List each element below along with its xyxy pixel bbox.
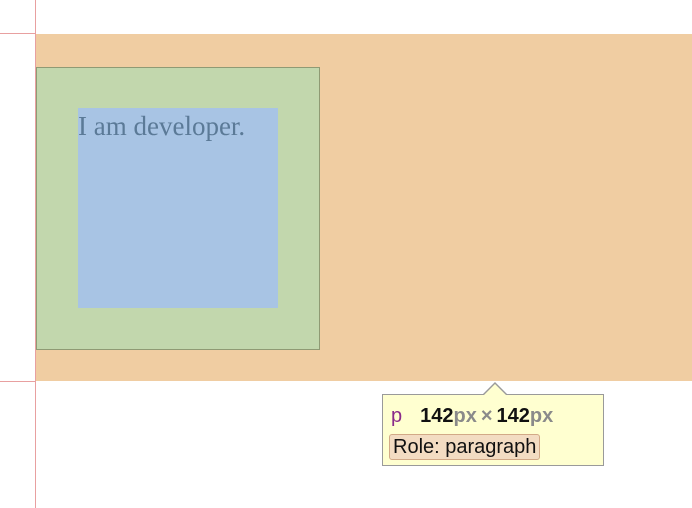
tooltip-arrow-fill	[484, 384, 506, 395]
tooltip-width-unit: px	[453, 405, 477, 427]
tooltip-height-value: 142	[496, 405, 530, 427]
tooltip-tag-name: p	[391, 405, 403, 427]
tooltip-role-badge: Role: paragraph	[389, 434, 541, 460]
tooltip-separator: ×	[480, 405, 493, 427]
guide-line-vertical	[35, 0, 36, 508]
guide-line-horizontal-bottom	[0, 381, 36, 382]
guide-line-horizontal-top	[0, 33, 36, 34]
tooltip-width-value: 142	[420, 405, 454, 427]
tooltip-height-unit: px	[529, 405, 554, 427]
content-highlight	[78, 108, 278, 308]
paragraph-text: I am developer.	[78, 111, 246, 141]
